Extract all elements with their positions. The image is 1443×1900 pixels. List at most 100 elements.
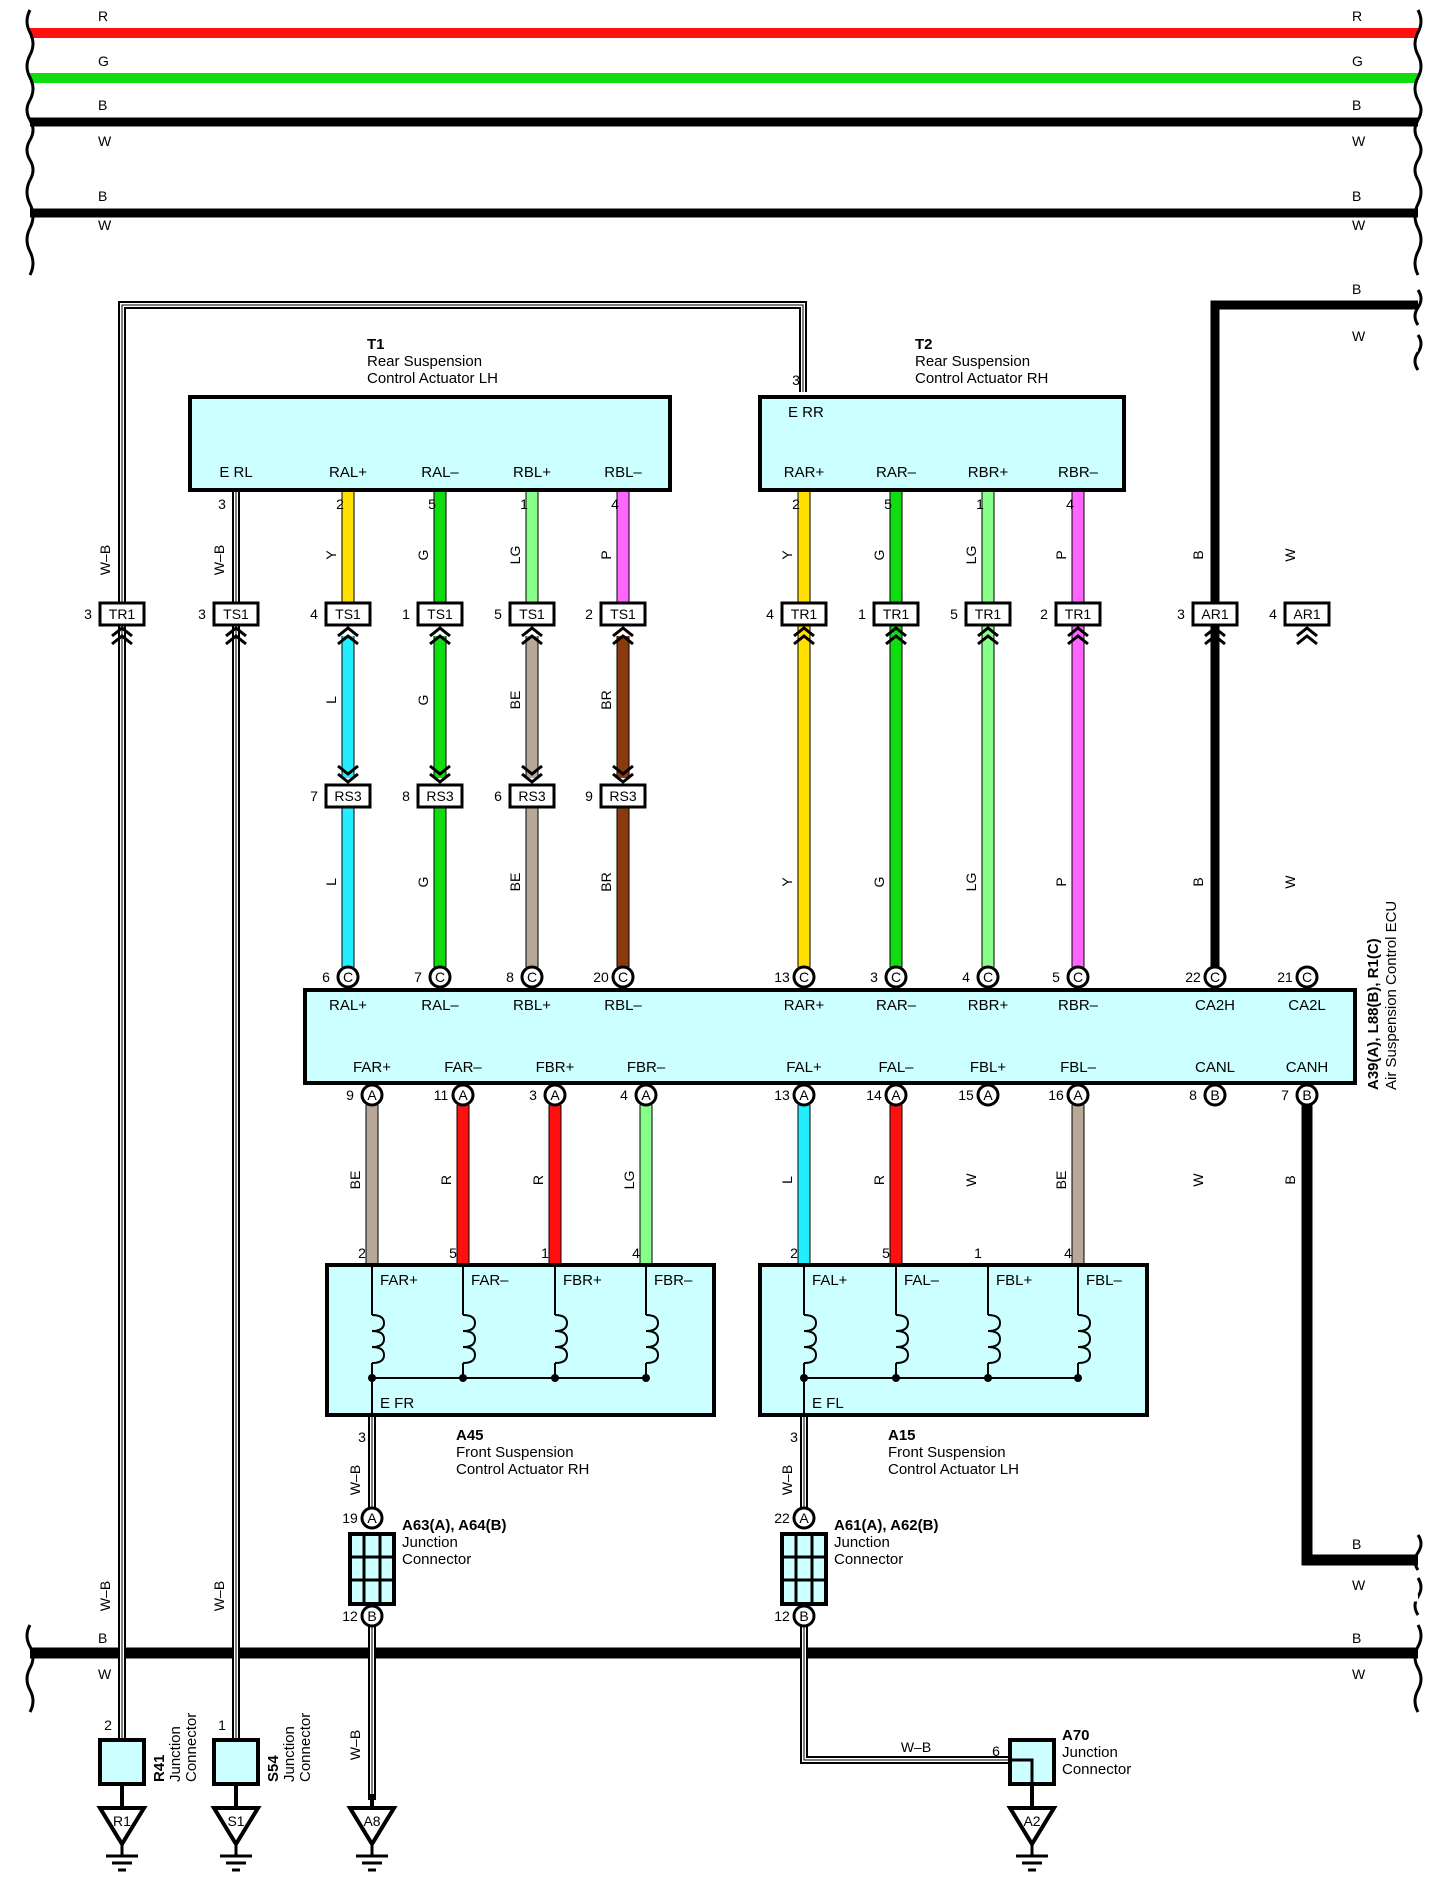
connector-ts1-label: TS1 [223, 606, 249, 622]
bus-label: B [98, 1630, 107, 1646]
junction-connector [780, 1532, 828, 1606]
pin-label: FAL– [904, 1272, 940, 1289]
connector-chevron [337, 764, 359, 784]
pin-number: 2 [790, 1245, 798, 1261]
ecu-connector-c-letter: C [527, 969, 537, 985]
component-id: S54 [265, 1755, 282, 1782]
pin-number: 2 [336, 496, 344, 512]
break-mark [1413, 179, 1423, 229]
wires [118, 300, 1418, 1800]
connector-ts1-label: TS1 [427, 606, 453, 622]
wire-label: W [963, 1173, 979, 1187]
bus-label: G [98, 53, 109, 69]
pin-label: E RL [219, 464, 252, 481]
ecu-connector-a-letter: A [641, 1087, 651, 1103]
component-name: Air Suspension Control ECU [1383, 901, 1400, 1090]
pin-label: FAL+ [812, 1272, 848, 1289]
component-name: Junction [402, 1534, 458, 1551]
bus-label: B [1352, 97, 1361, 113]
ground-a2 [1006, 1806, 1058, 1848]
bus-label: G [1352, 53, 1363, 69]
ecu-connector-a-letter: A [550, 1087, 560, 1103]
ground-s1 [210, 1806, 262, 1848]
component-name: Control Actuator RH [915, 370, 1048, 387]
ecu-connector-a-letter: A [983, 1087, 993, 1103]
connector-chevron [1296, 626, 1318, 646]
pin-number: 20 [593, 969, 609, 985]
connector-ts1-label: TS1 [519, 606, 545, 622]
wire-label: P [598, 550, 614, 559]
pin-number: 5 [882, 1245, 890, 1261]
bus-label: B [1352, 188, 1361, 204]
wire-w [1303, 344, 1418, 967]
ground-wire [120, 1784, 238, 1794]
ecu-connector-c-letter: C [343, 969, 353, 985]
pin-number: 1 [976, 496, 984, 512]
pin-number: 6 [494, 788, 502, 804]
pin-number: 3 [1177, 606, 1185, 622]
wire-label: W [1190, 1173, 1206, 1187]
component-name: Junction [281, 1726, 298, 1782]
component-id: T1 [367, 336, 385, 353]
pin-number: 5 [449, 1245, 457, 1261]
pin-number: 3 [218, 496, 226, 512]
ecu-connector-c-letter: C [1210, 969, 1220, 985]
connector-chevron [429, 764, 451, 784]
pin-label: RAR+ [784, 997, 825, 1014]
ground-a8 [346, 1806, 398, 1848]
pin-label: CA2L [1288, 997, 1326, 1014]
ecu-connector-b-letter: B [1302, 1087, 1311, 1103]
junction-connector-a-letter: A [367, 1510, 377, 1526]
solenoid-coil [645, 1314, 660, 1364]
pin-label: FAL– [878, 1059, 914, 1076]
wire-label: W [1282, 875, 1298, 889]
wire-label: G [415, 550, 431, 561]
pin-label: RAL– [421, 464, 459, 481]
component-t2 [758, 395, 1126, 492]
bus-label: B [1352, 281, 1361, 297]
bus-lines [25, 9, 1423, 1713]
connector-ts1 [212, 601, 260, 627]
wire-label: BR [598, 872, 614, 891]
pin-label: RAL– [421, 997, 459, 1014]
pin-number: 5 [494, 606, 502, 622]
pin-label: CANH [1286, 1059, 1329, 1076]
connector-tr1-label: TR1 [883, 606, 910, 622]
pin-number: 4 [1066, 496, 1074, 512]
junction-connector-b-letter: B [799, 1608, 808, 1624]
wire-label: BE [507, 691, 523, 710]
pin-number: 3 [870, 969, 878, 985]
ecu-connector-a-letter: A [367, 1087, 377, 1103]
ecu-connector-c [1066, 965, 1090, 989]
ecu-connector-c-letter: C [1073, 969, 1083, 985]
wire-label: R [871, 1175, 887, 1185]
pin-number: 1 [974, 1245, 982, 1261]
bus-label: B [1352, 1536, 1361, 1552]
ecu-connector-a [976, 1083, 1000, 1107]
pin-number: 3 [790, 1429, 798, 1445]
connector-rs3-label: RS3 [518, 788, 545, 804]
component-name: Junction [167, 1726, 184, 1782]
pin-label: RAL+ [329, 997, 367, 1014]
pin-label: RAR– [876, 464, 917, 481]
pin-number: 3 [198, 606, 206, 622]
component-ecu [303, 988, 1357, 1085]
pin-label: FBL+ [970, 1059, 1007, 1076]
break-mark [25, 179, 35, 229]
component-name: Front Suspension [456, 1444, 574, 1461]
component-name: Connector [402, 1551, 471, 1568]
pin-number: 13 [774, 969, 790, 985]
wire-label: W [1282, 548, 1298, 562]
connector-chevron [429, 626, 451, 646]
break-mark [1413, 227, 1423, 276]
wire-label: BE [507, 873, 523, 892]
pin-number: 5 [428, 496, 436, 512]
pin-number: 1 [541, 1245, 549, 1261]
bus-label: R [1352, 8, 1362, 24]
connector-rs3 [599, 783, 647, 809]
ecu-connector-a [543, 1083, 567, 1107]
pin-number: 4 [1064, 1245, 1072, 1261]
wire-label: B [1190, 550, 1206, 559]
pin-number: 4 [632, 1245, 640, 1261]
